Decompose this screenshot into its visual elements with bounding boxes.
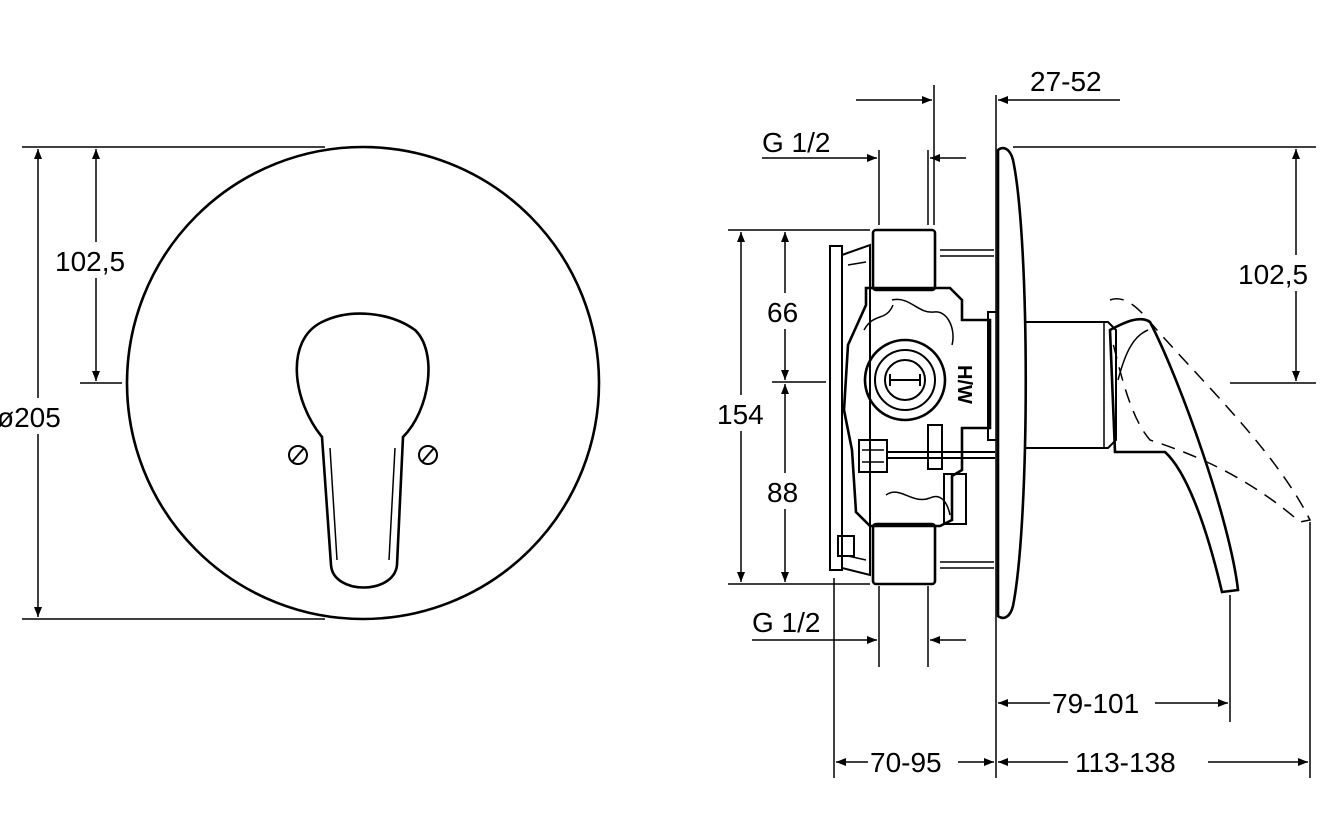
inlet-top-label: G 1/2 bbox=[762, 127, 830, 158]
valve-body bbox=[842, 228, 999, 586]
lower-section-label: 88 bbox=[767, 477, 798, 508]
screw-left bbox=[288, 445, 308, 465]
total-projection-label: 113-138 bbox=[1075, 747, 1176, 778]
upper-section-label: 66 bbox=[767, 297, 798, 328]
lever-outline bbox=[295, 312, 430, 589]
body-height-label: 154 bbox=[717, 399, 764, 430]
install-depth-label: 70-95 bbox=[870, 747, 942, 778]
inlet-bottom-label: G 1/2 bbox=[752, 607, 820, 638]
side-lever bbox=[1108, 317, 1240, 594]
cover-plate-circle bbox=[125, 145, 601, 621]
lever-reach-label: 79-101 bbox=[1052, 688, 1139, 719]
screw-right bbox=[418, 445, 438, 465]
front-diameter-label: ø205 bbox=[0, 402, 61, 433]
side-half-height-label: 102,5 bbox=[1238, 259, 1308, 290]
side-lever-alt-position bbox=[1109, 297, 1312, 523]
front-view: ø205 102,5 bbox=[0, 145, 601, 621]
mounting-box bbox=[829, 243, 871, 577]
front-half-height-label: 102,5 bbox=[55, 246, 125, 277]
side-cover-plate bbox=[996, 146, 1028, 620]
face-depth-label: 27-52 bbox=[1030, 66, 1102, 97]
sleeve bbox=[1025, 321, 1117, 449]
hot-water-mark: H/W bbox=[953, 365, 975, 404]
side-view: H/W 27-52 G 1/2 G 1/2 154 66 bbox=[716, 66, 1325, 778]
